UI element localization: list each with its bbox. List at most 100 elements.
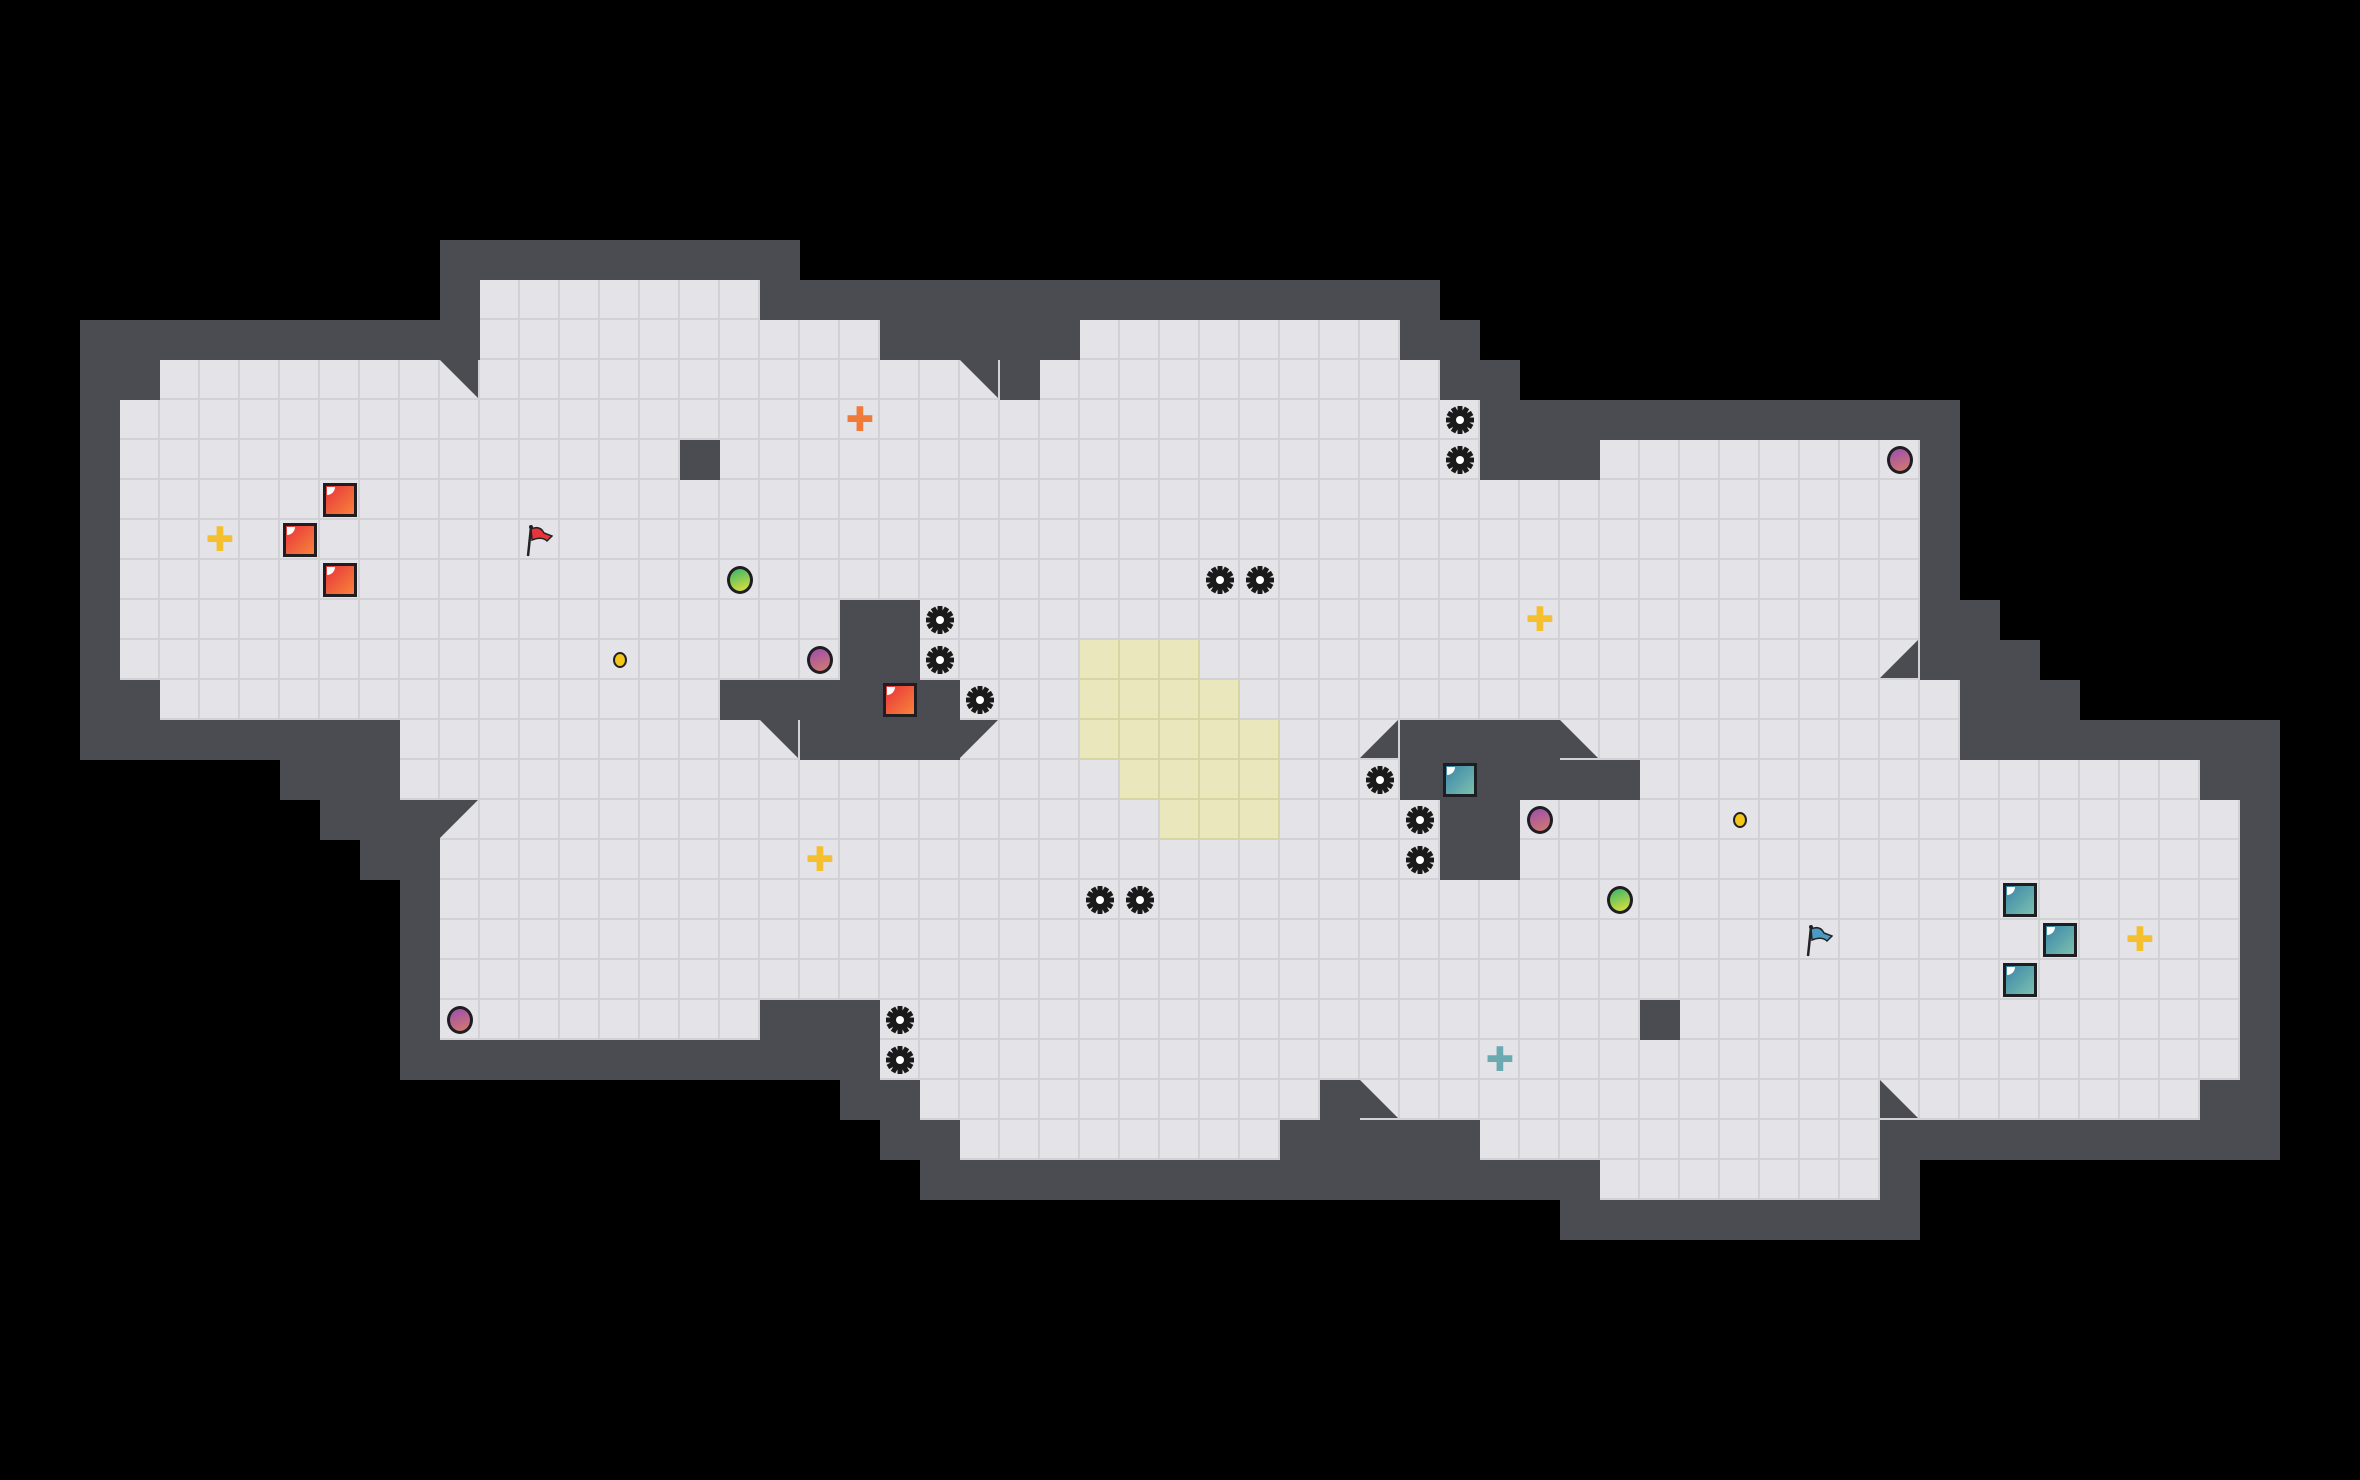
floor-tile <box>120 640 160 680</box>
wall-tile <box>1520 760 1560 800</box>
floor-tile <box>640 600 680 640</box>
floor-tile <box>1280 1040 1320 1080</box>
floor-tile <box>1840 560 1880 600</box>
floor-tile <box>240 560 280 600</box>
floor-tile <box>760 440 800 480</box>
floor-tile <box>1800 480 1840 520</box>
floor-tile <box>600 840 640 880</box>
floor-tile <box>1080 440 1120 480</box>
floor-tile <box>1080 520 1120 560</box>
wall-tile <box>520 1040 560 1080</box>
floor-tile <box>1240 440 1280 480</box>
diagonal-wall-tile <box>1360 720 1400 760</box>
floor-tile <box>720 600 760 640</box>
floor-tile <box>1320 520 1360 560</box>
floor-tile <box>480 480 520 520</box>
floor-tile <box>1120 480 1160 520</box>
floor-tile <box>1880 720 1920 760</box>
floor-tile <box>1560 1040 1600 1080</box>
floor-tile <box>1440 640 1480 680</box>
wall-tile <box>1720 1200 1760 1240</box>
floor-tile <box>240 600 280 640</box>
floor-tile <box>1560 680 1600 720</box>
floor-tile <box>2160 800 2200 840</box>
floor-tile <box>680 560 720 600</box>
wall-tile <box>1760 400 1800 440</box>
floor-tile <box>1440 680 1480 720</box>
zone-tile <box>1160 640 1200 680</box>
wall-tile <box>1520 1160 1560 1200</box>
floor-tile <box>320 640 360 680</box>
floor-tile <box>800 840 840 880</box>
floor-tile <box>720 320 760 360</box>
floor-tile <box>2200 920 2240 960</box>
floor-tile <box>1120 1040 1160 1080</box>
floor-tile <box>400 440 440 480</box>
floor-tile <box>360 400 400 440</box>
floor-tile <box>1600 800 1640 840</box>
wall-tile <box>1960 640 2000 680</box>
wall-tile <box>760 1000 800 1040</box>
floor-tile <box>1040 800 1080 840</box>
floor-tile <box>1160 600 1200 640</box>
floor-tile <box>680 320 720 360</box>
floor-tile <box>400 680 440 720</box>
wall-tile <box>920 720 960 760</box>
floor-tile <box>1520 1080 1560 1120</box>
floor-tile <box>760 360 800 400</box>
floor-tile <box>280 640 320 680</box>
floor-tile <box>1040 680 1080 720</box>
bomb-icon <box>1520 800 1560 840</box>
floor-tile <box>1000 840 1040 880</box>
floor-tile <box>560 840 600 880</box>
wall-tile <box>840 720 880 760</box>
floor-tile <box>360 360 400 400</box>
floor-tile <box>1800 600 1840 640</box>
floor-tile <box>640 760 680 800</box>
floor-tile <box>1760 1080 1800 1120</box>
diagonal-wall-tile <box>440 360 480 400</box>
wall-tile <box>1520 440 1560 480</box>
floor-tile <box>840 560 880 600</box>
floor-tile <box>200 360 240 400</box>
floor-tile <box>1080 1000 1120 1040</box>
floor-tile <box>2080 760 2120 800</box>
floor-tile <box>2080 800 2120 840</box>
wall-tile <box>1520 720 1560 760</box>
floor-tile <box>920 840 960 880</box>
floor-tile <box>1840 520 1880 560</box>
floor-tile <box>1600 1000 1640 1040</box>
wall-tile <box>400 320 440 360</box>
floor-tile <box>1840 1080 1880 1120</box>
red-flag-icon <box>520 520 560 560</box>
floor-tile <box>1880 800 1920 840</box>
wall-tile <box>1440 1120 1480 1160</box>
floor-tile <box>760 320 800 360</box>
red-box-icon <box>880 680 920 720</box>
floor-tile <box>480 800 520 840</box>
floor-tile <box>1120 600 1160 640</box>
floor-tile <box>1520 640 1560 680</box>
wall-tile <box>760 680 800 720</box>
floor-tile <box>1640 440 1680 480</box>
floor-tile <box>920 800 960 840</box>
floor-tile <box>1800 880 1840 920</box>
diagonal-wall-tile <box>960 720 1000 760</box>
wall-tile <box>880 1080 920 1120</box>
floor-tile <box>1040 600 1080 640</box>
wall-tile <box>1160 1160 1200 1200</box>
floor-tile <box>1560 560 1600 600</box>
floor-tile <box>480 880 520 920</box>
wall-tile <box>1920 640 1960 680</box>
wall-tile <box>1400 760 1440 800</box>
wall-tile <box>2000 680 2040 720</box>
floor-tile <box>480 400 520 440</box>
floor-tile <box>1240 320 1280 360</box>
floor-tile <box>600 600 640 640</box>
wall-tile <box>80 480 120 520</box>
wall-tile <box>1520 400 1560 440</box>
floor-tile <box>920 880 960 920</box>
wall-tile <box>1240 280 1280 320</box>
floor-tile <box>1560 960 1600 1000</box>
floor-tile <box>720 640 760 680</box>
